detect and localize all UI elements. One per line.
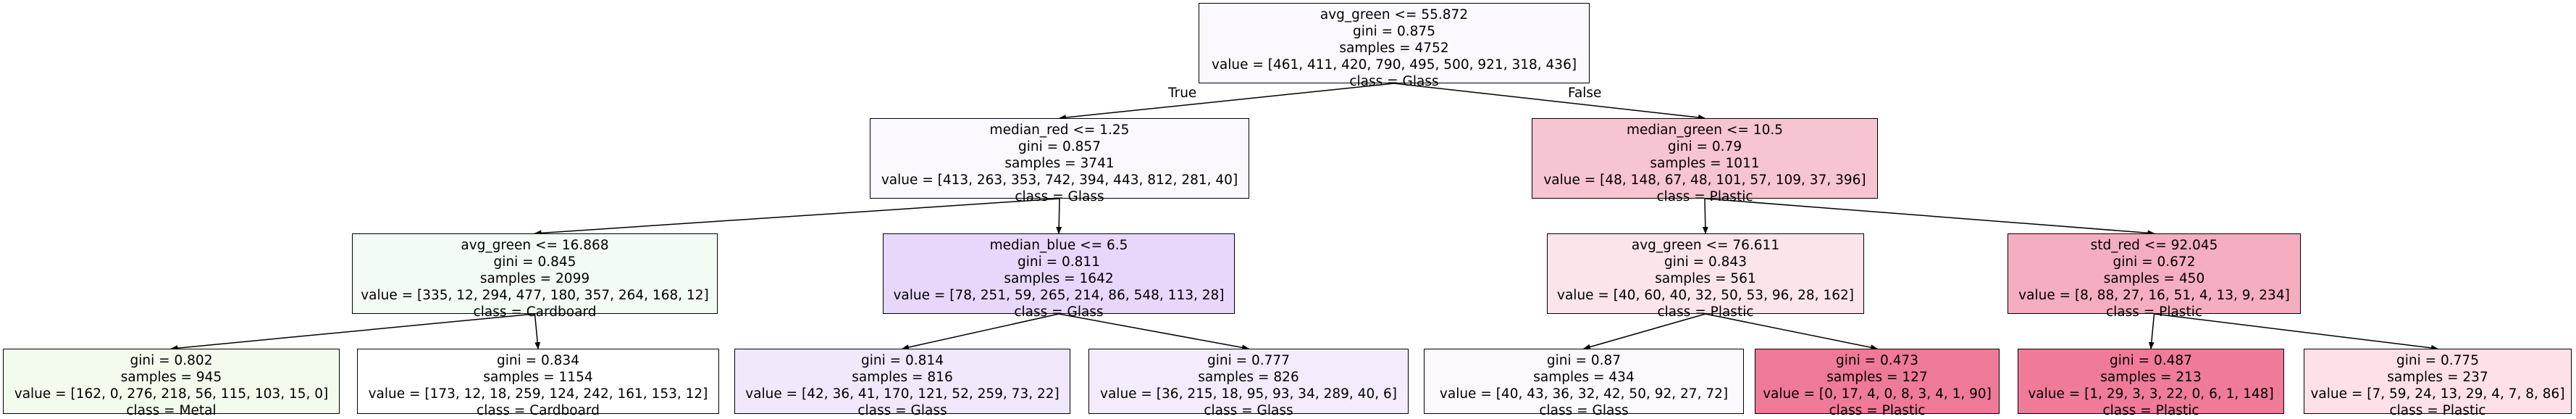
node-class-label: class = Plastic xyxy=(1656,189,1753,204)
edge-label-true: True xyxy=(1168,86,1197,101)
node-value-label: value = [335, 12, 294, 477, 180, 357, 26… xyxy=(361,288,709,303)
edge-n0-n2 xyxy=(1393,83,1706,120)
node-samples-label: samples = 434 xyxy=(1533,370,1635,385)
node-value-label: value = [0, 17, 4, 0, 8, 3, 4, 1, 90] xyxy=(1763,386,1992,402)
node-value-label: value = [42, 36, 41, 170, 121, 52, 259, … xyxy=(745,386,1060,402)
node-gini-label: gini = 0.79 xyxy=(1667,139,1742,154)
edge-n3-n7 xyxy=(170,313,535,352)
node-gini-label: gini = 0.473 xyxy=(1836,353,1918,368)
tree-node-avg-green-low-split: avg_green <= 16.868 gini = 0.845 samples… xyxy=(352,233,718,320)
node-gini-label: gini = 0.811 xyxy=(1018,254,1100,270)
edge-label-false: False xyxy=(1568,86,1602,101)
node-gini-label: gini = 0.777 xyxy=(1207,353,1290,368)
edge-n4-n10 xyxy=(1058,313,1249,351)
edge-n0-n1 xyxy=(1059,83,1395,121)
tree-leaf-cardboard: gini = 0.834 samples = 1154 value = [173… xyxy=(357,349,719,418)
node-class-label: class = Glass xyxy=(1349,74,1439,89)
node-samples-label: samples = 213 xyxy=(2100,370,2202,385)
node-value-label: value = [8, 88, 27, 16, 51, 4, 13, 9, 23… xyxy=(2018,288,2290,303)
edge-n4-n9 xyxy=(902,313,1060,350)
node-class-label: class = Plastic xyxy=(1657,304,1754,320)
node-class-label: class = Glass xyxy=(1204,403,1293,418)
node-samples-label: samples = 237 xyxy=(2387,370,2488,385)
node-samples-label: samples = 450 xyxy=(2103,271,2205,286)
node-split-label: median_red <= 1.25 xyxy=(989,123,1130,138)
node-gini-label: gini = 0.875 xyxy=(1353,24,1435,39)
tree-node-avg-green-high-split: avg_green <= 76.611 gini = 0.843 samples… xyxy=(1547,233,1864,320)
node-samples-label: samples = 1642 xyxy=(1004,271,1114,286)
node-value-label: value = [48, 148, 67, 48, 101, 57, 109, … xyxy=(1543,173,1866,188)
node-samples-label: samples = 945 xyxy=(120,370,222,385)
node-samples-label: samples = 3741 xyxy=(1004,156,1115,171)
node-class-label: class = Glass xyxy=(1014,304,1104,320)
edge-n2-n5 xyxy=(1702,198,1708,234)
node-samples-label: samples = 561 xyxy=(1655,271,1756,286)
node-samples-label: samples = 826 xyxy=(1198,370,1299,385)
tree-leaf-glass-816: gini = 0.814 samples = 816 value = [42, … xyxy=(734,349,1070,418)
node-gini-label: gini = 0.802 xyxy=(130,353,213,368)
node-class-label: class = Plastic xyxy=(2389,403,2486,418)
node-class-label: class = Glass xyxy=(1539,403,1629,418)
tree-leaf-metal: gini = 0.802 samples = 945 value = [162,… xyxy=(3,349,340,418)
node-value-label: value = [173, 12, 18, 259, 124, 242, 161… xyxy=(368,386,708,402)
tree-leaf-plastic-237: gini = 0.775 samples = 237 value = [7, 5… xyxy=(2304,349,2572,418)
tree-node-median-green-split: median_green <= 10.5 gini = 0.79 samples… xyxy=(1532,118,1878,204)
edge-n3-n8 xyxy=(534,313,541,349)
tree-node-std-red-split: std_red <= 92.045 gini = 0.672 samples =… xyxy=(2007,233,2301,320)
node-class-label: class = Plastic xyxy=(2105,304,2203,320)
node-gini-label: gini = 0.87 xyxy=(1546,353,1621,368)
node-value-label: value = [40, 60, 40, 32, 50, 53, 96, 28,… xyxy=(1557,288,1854,303)
node-value-label: value = [162, 0, 276, 218, 56, 115, 103,… xyxy=(14,386,329,402)
node-samples-label: samples = 4752 xyxy=(1339,41,1449,56)
node-split-label: avg_green <= 76.611 xyxy=(1631,238,1780,253)
tree-node-median-blue-split: median_blue <= 6.5 gini = 0.811 samples … xyxy=(883,233,1235,320)
node-class-label: class = Glass xyxy=(857,403,947,418)
node-value-label: value = [78, 251, 59, 265, 214, 86, 548,… xyxy=(893,288,1225,303)
node-class-label: class = Cardboard xyxy=(473,304,597,320)
node-gini-label: gini = 0.775 xyxy=(2396,353,2479,368)
node-gini-label: gini = 0.672 xyxy=(2113,254,2196,270)
tree-leaf-plastic-127: gini = 0.473 samples = 127 value = [0, 1… xyxy=(1755,349,2000,418)
node-split-label: std_red <= 92.045 xyxy=(2090,238,2218,253)
node-split-label: median_blue <= 6.5 xyxy=(989,238,1128,253)
node-value-label: value = [36, 215, 18, 95, 93, 34, 289, 4… xyxy=(1100,386,1397,402)
edge-n5-n11 xyxy=(1583,313,1706,350)
node-gini-label: gini = 0.843 xyxy=(1664,254,1747,270)
node-value-label: value = [413, 263, 353, 742, 394, 443, 8… xyxy=(881,173,1238,188)
tree-node-median-red-split: median_red <= 1.25 gini = 0.857 samples … xyxy=(870,118,1249,204)
node-samples-label: samples = 1154 xyxy=(483,370,593,385)
edge-n6-n13 xyxy=(2148,313,2155,349)
node-samples-label: samples = 2099 xyxy=(479,271,590,286)
node-value-label: value = [7, 59, 24, 13, 29, 4, 7, 8, 86] xyxy=(2310,386,2565,402)
edge-n1-n3 xyxy=(534,198,1060,236)
node-class-label: class = Plastic xyxy=(1829,403,1926,418)
node-gini-label: gini = 0.834 xyxy=(497,353,579,368)
node-value-label: value = [461, 411, 420, 790, 495, 500, 9… xyxy=(1211,57,1577,72)
tree-node-root: avg_green <= 55.872 gini = 0.875 samples… xyxy=(1199,3,1590,89)
node-class-label: class = Glass xyxy=(1015,189,1104,204)
tree-leaf-glass-434: gini = 0.87 samples = 434 value = [40, 4… xyxy=(1424,349,1744,418)
node-gini-label: gini = 0.814 xyxy=(861,353,944,368)
edge-n6-n14 xyxy=(2154,313,2438,351)
edge-n2-n6 xyxy=(1704,198,2155,236)
edge-n1-n4 xyxy=(1056,198,1062,234)
node-split-label: avg_green <= 55.872 xyxy=(1320,7,1469,22)
tree-leaf-glass-826: gini = 0.777 samples = 826 value = [36, … xyxy=(1088,349,1409,418)
node-samples-label: samples = 1011 xyxy=(1650,156,1760,171)
node-gini-label: gini = 0.487 xyxy=(2110,353,2192,368)
node-gini-label: gini = 0.857 xyxy=(1018,139,1101,154)
node-split-label: median_green <= 10.5 xyxy=(1627,123,1783,138)
node-class-label: class = Plastic xyxy=(2102,403,2199,418)
edge-n5-n12 xyxy=(1705,313,1878,351)
node-value-label: value = [1, 29, 3, 3, 22, 0, 6, 1, 148] xyxy=(2028,386,2274,402)
node-split-label: avg_green <= 16.868 xyxy=(461,238,609,253)
tree-leaf-plastic-213: gini = 0.487 samples = 213 value = [1, 2… xyxy=(2018,349,2284,418)
node-class-label: class = Metal xyxy=(126,403,217,418)
node-gini-label: gini = 0.845 xyxy=(493,254,576,270)
node-samples-label: samples = 816 xyxy=(852,370,953,385)
node-value-label: value = [40, 43, 36, 32, 42, 50, 92, 27,… xyxy=(1439,386,1729,402)
node-samples-label: samples = 127 xyxy=(1826,370,1928,385)
node-class-label: class = Cardboard xyxy=(477,403,600,418)
